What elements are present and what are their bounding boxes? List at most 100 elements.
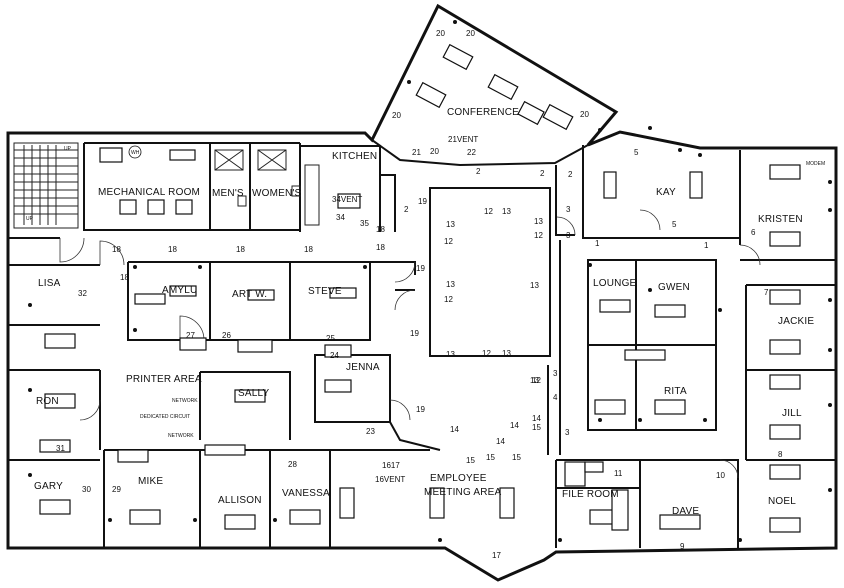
conference-table <box>487 73 519 101</box>
label-printer-area: PRINTER AREA <box>126 374 202 385</box>
circuit-number: 20 <box>580 110 589 119</box>
circuit-number: 12 <box>444 295 453 304</box>
circuit-number: 1 <box>595 239 600 248</box>
circuit-number: 19 <box>410 329 419 338</box>
circuit-number: 12 <box>482 349 491 358</box>
label-conference: CONFERENCE <box>447 107 519 118</box>
label-amylu: AMYLU <box>162 285 197 296</box>
label-gwen: GWEN <box>658 282 690 293</box>
label-dave: DAVE <box>672 506 699 517</box>
circuit-number: 2 <box>540 169 545 178</box>
circuit-number: 14 <box>510 421 519 430</box>
room-labels: CONFERENCE KITCHEN MECHANICAL ROOM MEN'S… <box>34 107 814 517</box>
label-ron: RON <box>36 396 59 407</box>
circuit-number: 10 <box>716 471 725 480</box>
label-file-room: FILE ROOM <box>562 489 619 500</box>
circuit-number: 19 <box>416 264 425 273</box>
label-noel: NOEL <box>768 496 796 507</box>
circuit-number: 13 <box>446 350 455 359</box>
circuit-number: 31 <box>56 444 65 453</box>
circuit-number: 14 <box>450 425 459 434</box>
circuit-number: 3 <box>566 205 571 214</box>
circuit-number: 21 <box>412 148 421 157</box>
vent-34-label: 34VENT <box>332 195 362 204</box>
circuit-number: 4 <box>553 393 558 402</box>
conference-table <box>415 81 447 109</box>
circuit-number: 3 <box>553 369 558 378</box>
modem-label: MODEM <box>806 161 825 167</box>
label-jenna: JENNA <box>346 362 380 373</box>
circuit-number: 15 <box>512 453 521 462</box>
circuit-number: 20 <box>430 147 439 156</box>
label-meeting-area: MEETING AREA <box>424 487 502 498</box>
outlet-markers <box>28 20 832 542</box>
circuit-number: 18 <box>120 273 129 282</box>
circuit-number: 1617 <box>382 461 400 470</box>
circuit-number: 28 <box>288 460 297 469</box>
label-mechanical-room: MECHANICAL ROOM <box>98 187 200 198</box>
circuit-number: 18 <box>376 225 385 234</box>
circuit-number: 24 <box>330 351 339 360</box>
label-womens: WOMEN'S <box>252 188 302 199</box>
circuit-number: 11 <box>614 469 623 478</box>
circuit-number: 2 <box>568 170 573 179</box>
circuit-number: 30 <box>82 485 91 494</box>
outer-walls <box>6 3 838 582</box>
label-kitchen: KITCHEN <box>332 151 377 162</box>
label-lisa: LISA <box>38 278 61 289</box>
circuit-number: 13 <box>446 220 455 229</box>
label-steve: STEVE <box>308 286 342 297</box>
circuit-number: 15 <box>532 423 541 432</box>
circuit-number: 7 <box>764 288 769 297</box>
circuit-number: 13 <box>502 207 511 216</box>
circuit-numbers: 20 20 20 20 21 20 22 2 2 2 5 5 3 3 1 1 6… <box>56 29 783 560</box>
circuit-number: 18 <box>112 245 121 254</box>
label-mike: MIKE <box>138 476 163 487</box>
circuit-number: 27 <box>186 331 195 340</box>
circuit-number: 9 <box>680 542 685 551</box>
circuit-number: 15 <box>486 453 495 462</box>
circuit-number: 12 <box>444 237 453 246</box>
circuit-number: 2 <box>476 167 481 176</box>
network-label-1: NETWORK <box>172 398 198 404</box>
stair-up-label-2: UP <box>26 216 34 222</box>
circuit-number: 12 <box>484 207 493 216</box>
label-vanessa: VANESSA <box>282 488 330 499</box>
conference-table <box>517 100 545 126</box>
circuit-number: 18 <box>168 245 177 254</box>
circuit-number: 13 <box>530 376 539 385</box>
circuit-number: 14 <box>496 437 505 446</box>
circuit-number: 5 <box>634 148 639 157</box>
label-jackie: JACKIE <box>778 316 814 327</box>
circuit-number: 18 <box>236 245 245 254</box>
circuit-number: 19 <box>416 405 425 414</box>
circuit-number: 22 <box>467 148 476 157</box>
dedicated-circuit-label: DEDICATED CIRCUIT <box>140 414 190 420</box>
circuit-number: 20 <box>466 29 475 38</box>
circuit-number: 20 <box>436 29 445 38</box>
label-kay: KAY <box>656 187 676 198</box>
circuit-number: 25 <box>326 334 335 343</box>
circuit-number: 8 <box>778 450 783 459</box>
circuit-number: 13 <box>502 349 511 358</box>
circuit-number: 35 <box>360 219 369 228</box>
label-mens: MEN'S <box>212 188 244 199</box>
circuit-number: 13 <box>530 281 539 290</box>
circuit-number: 3 <box>565 428 570 437</box>
water-heater-label: WH <box>131 150 140 156</box>
circuit-number: 2 <box>404 205 409 214</box>
circuit-number: 12 <box>534 231 543 240</box>
conference-table <box>442 43 474 71</box>
label-art-w: ART W. <box>232 289 267 300</box>
circuit-number: 18 <box>304 245 313 254</box>
circuit-number: 18 <box>376 243 385 252</box>
circuit-number: 12 <box>532 376 541 385</box>
label-kristen: KRISTEN <box>758 214 803 225</box>
label-jill: JILL <box>782 408 802 419</box>
conference-table <box>542 103 574 131</box>
label-lounge: LOUNGE <box>593 278 637 289</box>
circuit-number: 1 <box>704 241 709 250</box>
label-allison: ALLISON <box>218 495 262 506</box>
circuit-number: 23 <box>366 427 375 436</box>
